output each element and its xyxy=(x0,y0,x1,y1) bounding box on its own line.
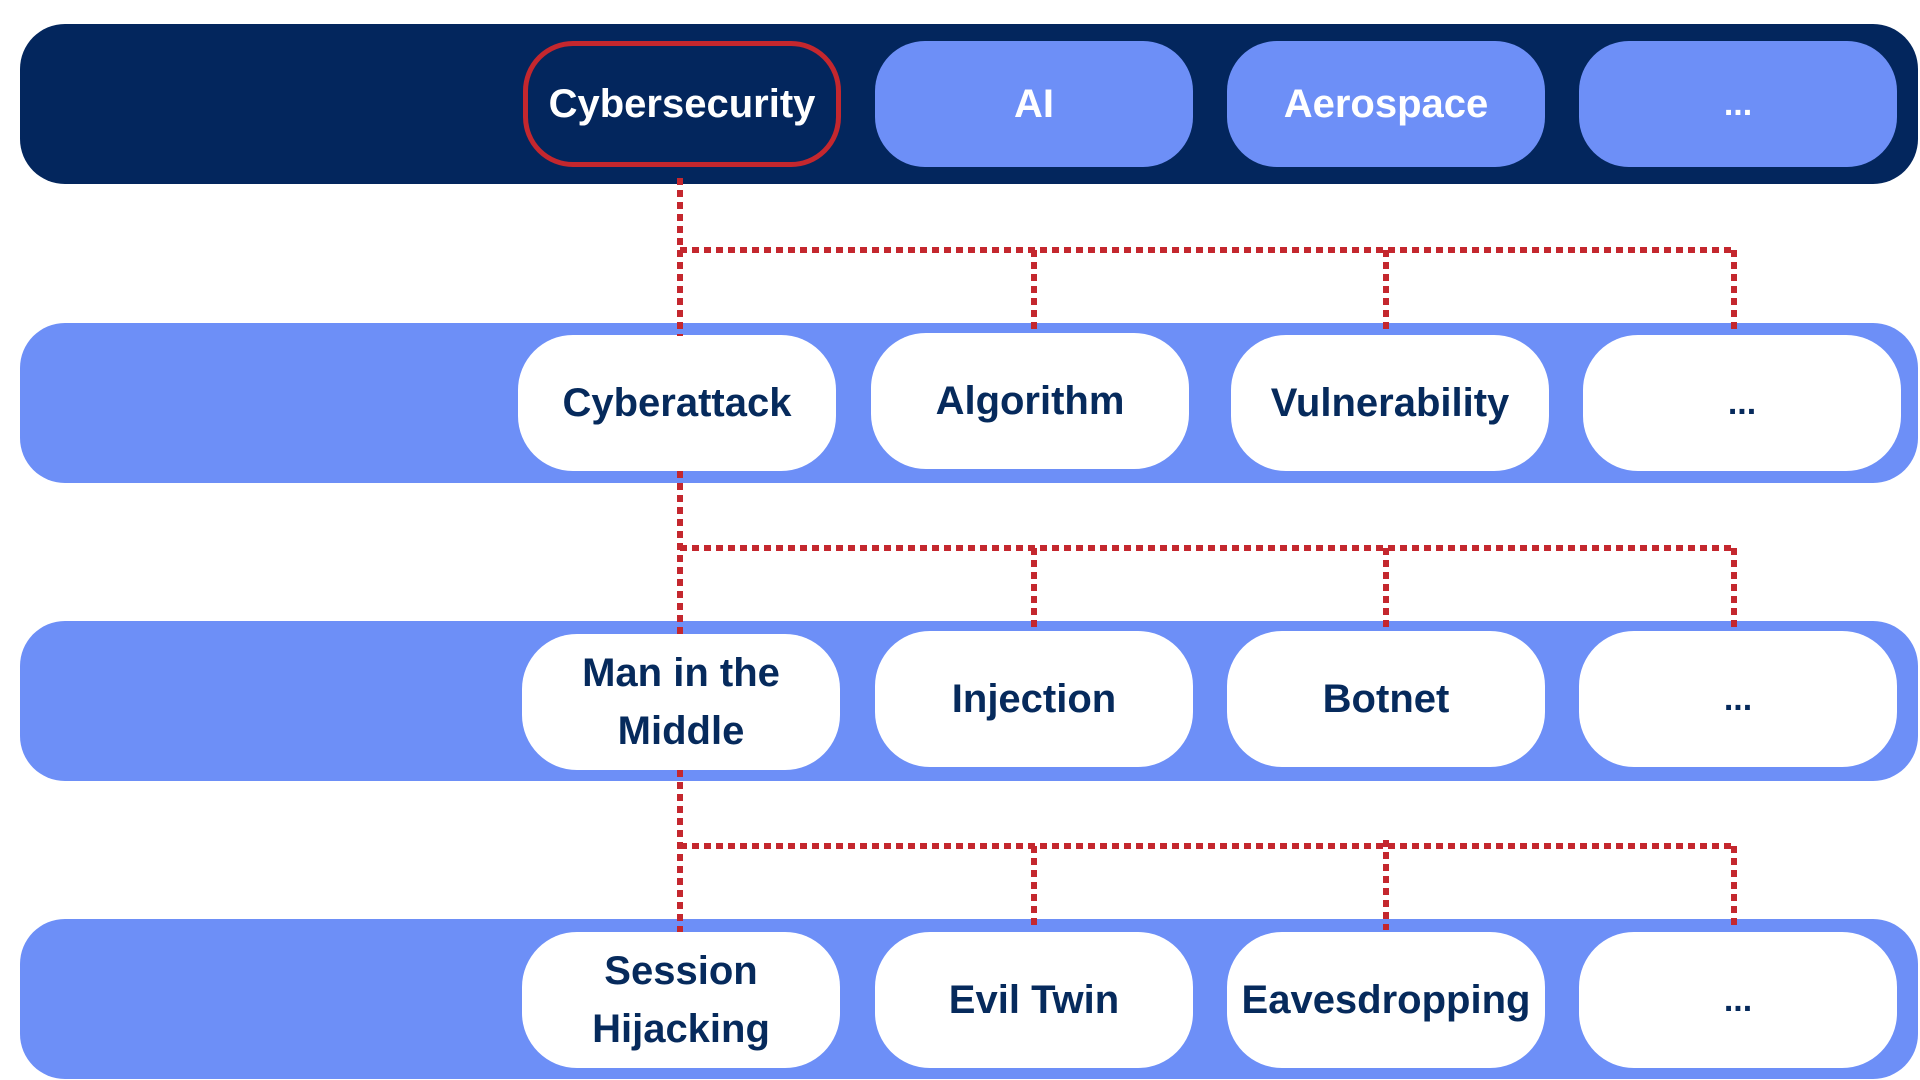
node-level2-more: ... xyxy=(1579,631,1897,767)
node-domains-more: ... xyxy=(1579,41,1897,167)
node-man-in-the-middle: Man in the Middle xyxy=(522,634,840,770)
node-session-hijacking: Session Hijacking xyxy=(522,932,840,1068)
node-evil-twin: Evil Twin xyxy=(875,932,1193,1068)
node-vulnerability: Vulnerability xyxy=(1231,335,1549,471)
node-eavesdropping: Eavesdropping xyxy=(1227,932,1545,1068)
node-level3-more: ... xyxy=(1579,932,1897,1068)
node-level1-more: ... xyxy=(1583,335,1901,471)
node-algorithm: Algorithm xyxy=(871,333,1189,469)
node-injection: Injection xyxy=(875,631,1193,767)
node-cybersecurity: Cybersecurity xyxy=(523,41,841,167)
node-aerospace: Aerospace xyxy=(1227,41,1545,167)
node-ai: AI xyxy=(875,41,1193,167)
node-botnet: Botnet xyxy=(1227,631,1545,767)
node-cyberattack: Cyberattack xyxy=(518,335,836,471)
